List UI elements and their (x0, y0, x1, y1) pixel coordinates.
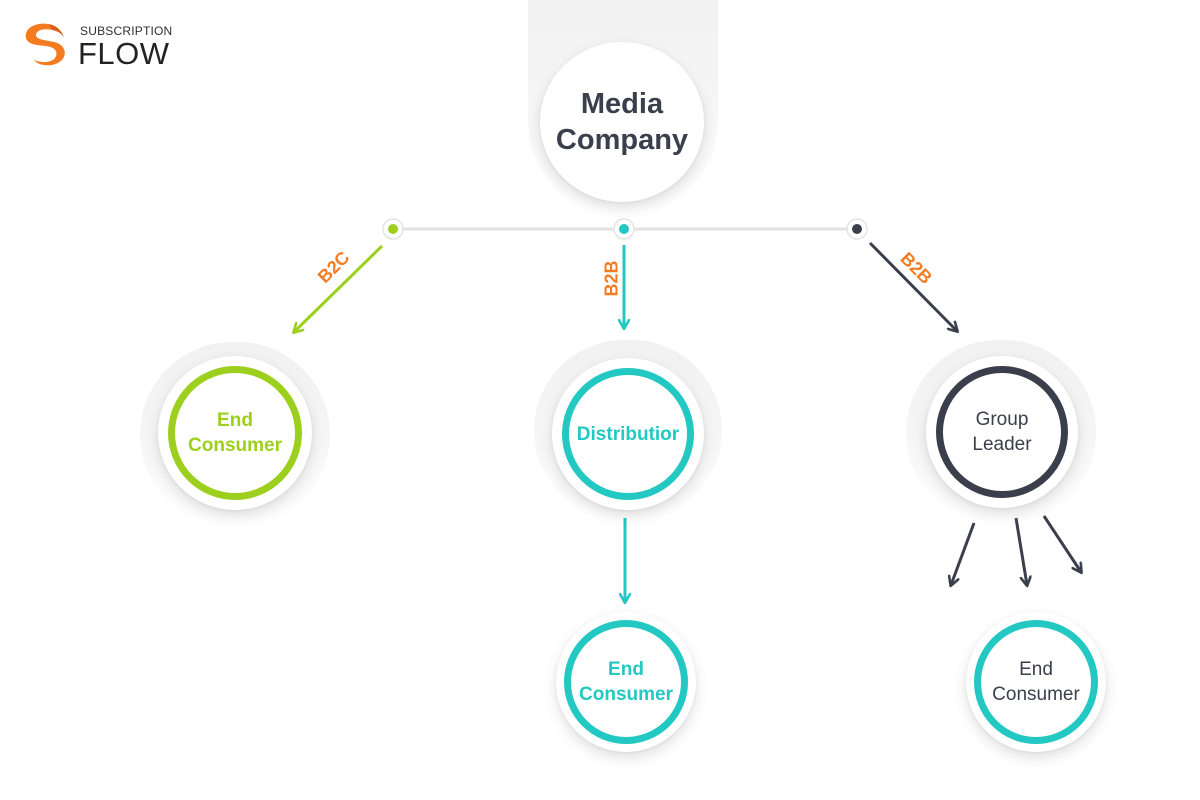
group-leader-line2: Leader (972, 434, 1032, 455)
node-b2c-end-consumer: End Consumer (158, 356, 312, 510)
brand-line1: SUBSCRIPTION (80, 24, 173, 38)
edge-group-out-2 (1014, 517, 1027, 585)
node-distribution-end-consumer: End Consumer (556, 612, 696, 752)
b2c-consumer-line1: End (217, 410, 253, 431)
edge-group-out-3 (1042, 515, 1081, 572)
group-leader-line1: Group (975, 409, 1029, 430)
edge-b2b-right (868, 241, 957, 331)
branch-dot-left (382, 218, 404, 240)
branch-dot-middle (613, 218, 635, 240)
edge-group-out-1 (951, 522, 976, 585)
edge-b2c (294, 244, 384, 332)
distribution-label: Distributior (576, 423, 680, 445)
group-consumer-line2: Consumer (992, 684, 1080, 705)
subscriptionflow-logo: SUBSCRIPTION FLOW (18, 18, 188, 72)
group-consumer-line1: End (1019, 659, 1053, 680)
edge-label-b2b-middle: B2B (601, 260, 622, 297)
node-group-leader: Group Leader (926, 356, 1078, 508)
branch-dot-right (846, 218, 868, 240)
node-media-company: Media Company (540, 42, 704, 202)
node-group-end-consumer: End Consumer (966, 612, 1106, 752)
swirl-logo-icon (25, 23, 65, 66)
root-label-line2: Company (555, 124, 689, 156)
distribution-consumer-line1: End (608, 659, 644, 680)
root-label-line1: Media (580, 88, 664, 120)
node-distribution: Distributior (552, 358, 704, 510)
b2c-consumer-line2: Consumer (188, 435, 282, 456)
distribution-consumer-line2: Consumer (579, 684, 673, 705)
brand-line2: FLOW (78, 36, 170, 71)
